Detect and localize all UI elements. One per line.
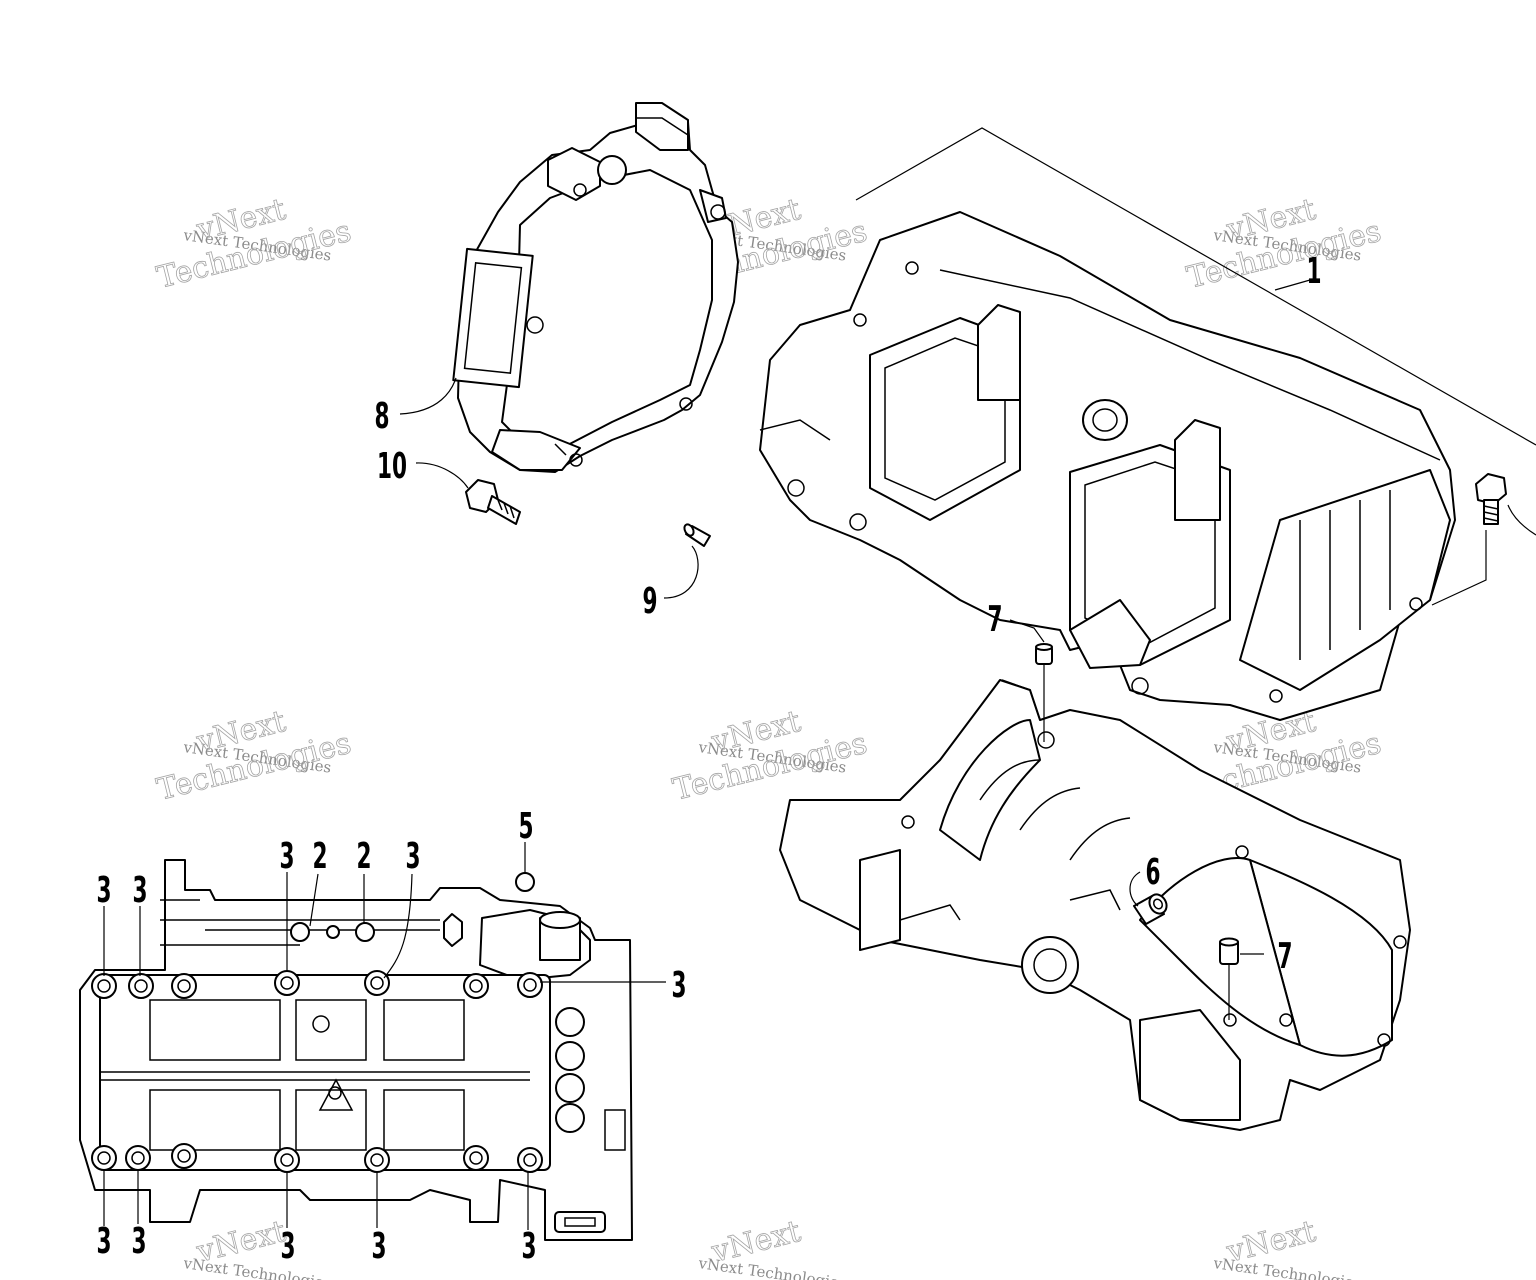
ring-bracket-part: [452, 102, 739, 473]
callout-3: 3: [671, 963, 686, 1005]
callout-1: 1: [1306, 249, 1321, 291]
watermark-top-left: vNext Technologies vNext Technologies: [153, 192, 355, 297]
callout-3: 3: [280, 1224, 295, 1266]
leader-line: [1431, 530, 1487, 606]
callout-3: 3: [279, 834, 294, 876]
callout-labels: 1 8 10 9 7 6 7 5 3 3 3 2 2 3 3 3 3 3 3 3: [96, 249, 1321, 1266]
leader-line: [1507, 504, 1536, 536]
dowel-pin-part: [1035, 643, 1053, 665]
watermark-bottom-center: vNext Technologies vNext: [696, 1214, 847, 1280]
watermark-top-right: vNext Technologies vNext Technologies: [1183, 192, 1385, 297]
callout-3: 3: [96, 1219, 111, 1261]
callout-3: 3: [371, 1224, 386, 1266]
callout-3: 3: [132, 868, 147, 910]
callout-3: 3: [521, 1224, 536, 1266]
watermark-bottom-right: vNext Technologies vNext: [1211, 1214, 1362, 1280]
bolt-part: [1475, 473, 1507, 525]
dowel-pin-part: [1219, 937, 1239, 965]
callout-3: 3: [131, 1219, 146, 1261]
leader-lines: [103, 279, 1311, 1230]
watermark-bottom-left: vNext Technologies vNext: [181, 1214, 332, 1280]
callout-7: 7: [1277, 934, 1292, 976]
dowel-pin-part: [683, 523, 711, 547]
callout-3: 3: [405, 834, 420, 876]
watermark-mid-left: vNext Technologies vNext Technologies: [153, 704, 355, 809]
upper-crankcase-part: [759, 211, 1456, 721]
group-bracket-line: [855, 127, 1536, 446]
callout-9: 9: [642, 579, 657, 621]
callout-8: 8: [374, 394, 389, 436]
bolt-part: [465, 479, 521, 525]
callout-7: 7: [987, 597, 1002, 639]
callout-10: 10: [377, 444, 407, 486]
callout-2: 2: [356, 834, 371, 876]
watermark-mid-center: vNext Technologies vNext Technologies: [669, 704, 871, 809]
callout-3: 3: [96, 868, 111, 910]
callout-6: 6: [1145, 850, 1160, 892]
callout-5: 5: [518, 804, 533, 846]
lower-crankcase-part: [779, 679, 1411, 1131]
crankcase-bottom-view: [79, 859, 633, 1241]
callout-2: 2: [312, 834, 327, 876]
bushing-part: [1133, 893, 1168, 925]
